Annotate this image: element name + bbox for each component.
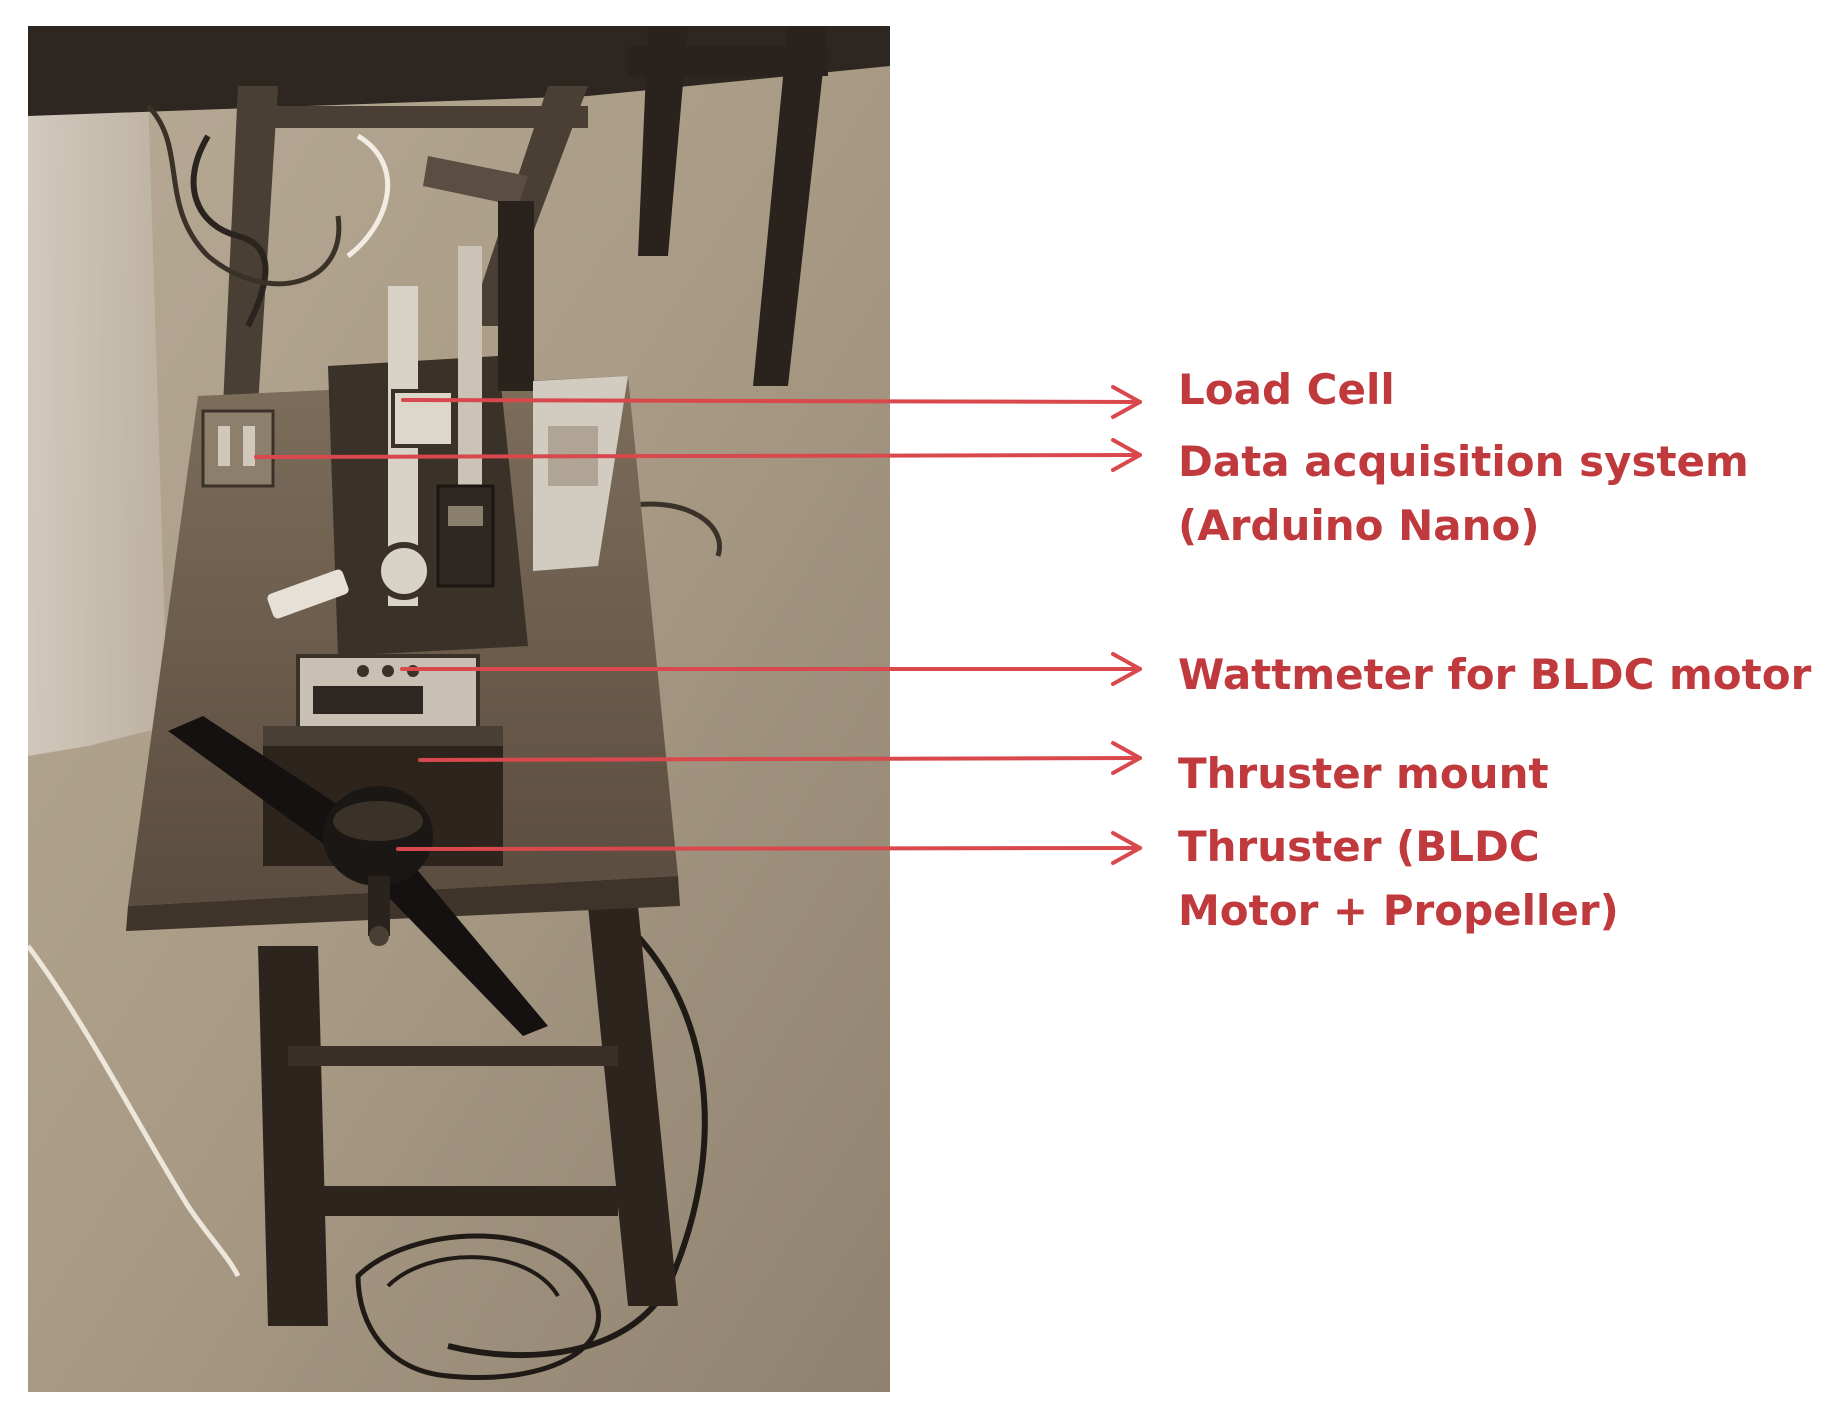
chair-leg <box>753 26 828 386</box>
label-load-cell-line-1: Load Cell <box>1178 365 1395 414</box>
label-thruster-mount: Thruster mount <box>1178 742 1549 806</box>
label-load-cell: Load Cell <box>1178 358 1395 422</box>
usb-stick <box>267 569 349 619</box>
label-thruster-line-1: Thruster (BLDC <box>1178 822 1540 871</box>
table-leg <box>258 946 328 1326</box>
load-cell <box>391 389 455 448</box>
frame-post <box>223 86 278 406</box>
chair-leg <box>638 26 688 256</box>
label-data-acquisition-system-line-1: Data acquisition system <box>1178 437 1749 486</box>
label-thruster: Thruster (BLDC Motor + Propeller) <box>1178 815 1619 943</box>
label-wattmeter-line-1: Wattmeter for BLDC motor <box>1178 650 1812 699</box>
label-data-acquisition-system-line-2: (Arduino Nano) <box>1178 501 1540 550</box>
label-thruster-mount-line-1: Thruster mount <box>1178 749 1549 798</box>
arduino-nano <box>201 409 275 488</box>
test-bench-photo <box>28 26 890 1392</box>
label-wattmeter: Wattmeter for BLDC motor <box>1178 643 1811 707</box>
test-bench-illustration <box>28 26 890 1392</box>
label-data-acquisition-system: Data acquisition system (Arduino Nano) <box>1178 430 1749 558</box>
table-leg <box>588 906 678 1306</box>
propeller <box>168 716 548 1036</box>
wall <box>28 86 168 756</box>
label-thruster-line-2: Motor + Propeller) <box>1178 886 1619 935</box>
